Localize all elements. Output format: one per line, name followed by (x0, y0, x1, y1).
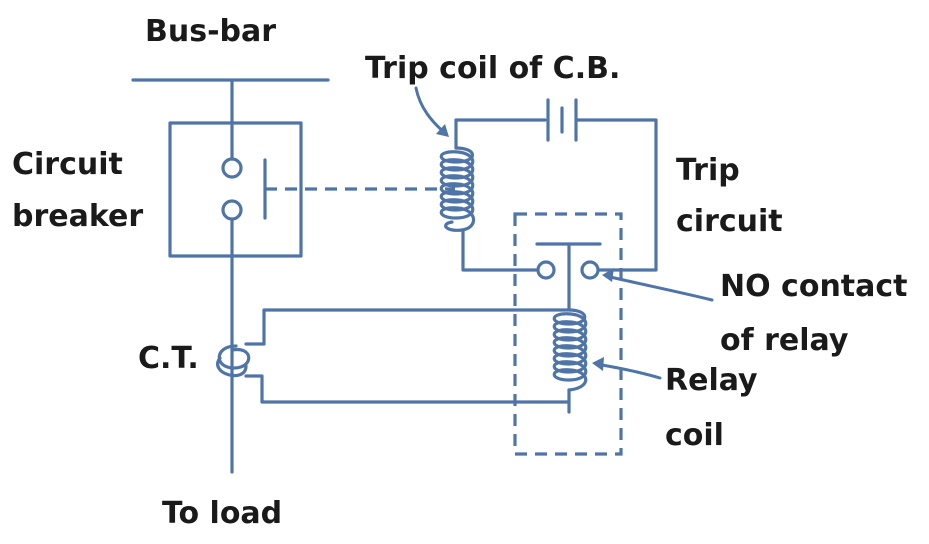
trip-circuit-top-left (454, 118, 547, 150)
circuit-breaker-box (168, 121, 303, 258)
relay-coil-pointer-arrowhead (592, 357, 604, 371)
ct-label: C.T. (138, 341, 199, 376)
circuit-breaker-label-line2: breaker (12, 199, 144, 234)
ct-secondary-top (244, 308, 570, 346)
ct-secondary-bottom (244, 374, 570, 404)
relay-coil (552, 308, 588, 392)
relay-coil-label-line1: Relay (665, 363, 758, 398)
trip-coil-pointer-arrow (414, 86, 448, 136)
no-contact-label-line1: NO contact (720, 269, 908, 304)
no-contact-label-line2: of relay (720, 323, 849, 358)
cb-terminal-bottom (221, 199, 243, 221)
circuit-breaker-label-line1: Circuit (12, 147, 123, 182)
no-contact-pointer-arrowhead (602, 268, 614, 282)
cb-terminal-top (221, 157, 243, 179)
trip-coil-lead (461, 228, 539, 272)
relay-coil-label-line2: coil (665, 418, 724, 453)
relay-contact-left (536, 260, 556, 280)
trip-coil (439, 146, 476, 232)
busbar-label: Bus-bar (145, 14, 277, 49)
relay-coil-pointer-arrow (594, 362, 662, 380)
trip-coil-pointer-arrowhead (436, 124, 449, 137)
trip-circuit-right (576, 118, 658, 272)
trip-circuit-label-line2: circuit (676, 204, 783, 239)
to-load-label: To load (162, 496, 283, 531)
trip-circuit-label-line1: Trip (676, 153, 740, 188)
current-transformer (216, 344, 251, 378)
no-contact-pointer-arrow (604, 274, 714, 302)
relay-enclosure (513, 212, 623, 456)
trip-coil-label: Trip coil of C.B. (365, 51, 621, 86)
relay-contact-right (580, 260, 600, 280)
